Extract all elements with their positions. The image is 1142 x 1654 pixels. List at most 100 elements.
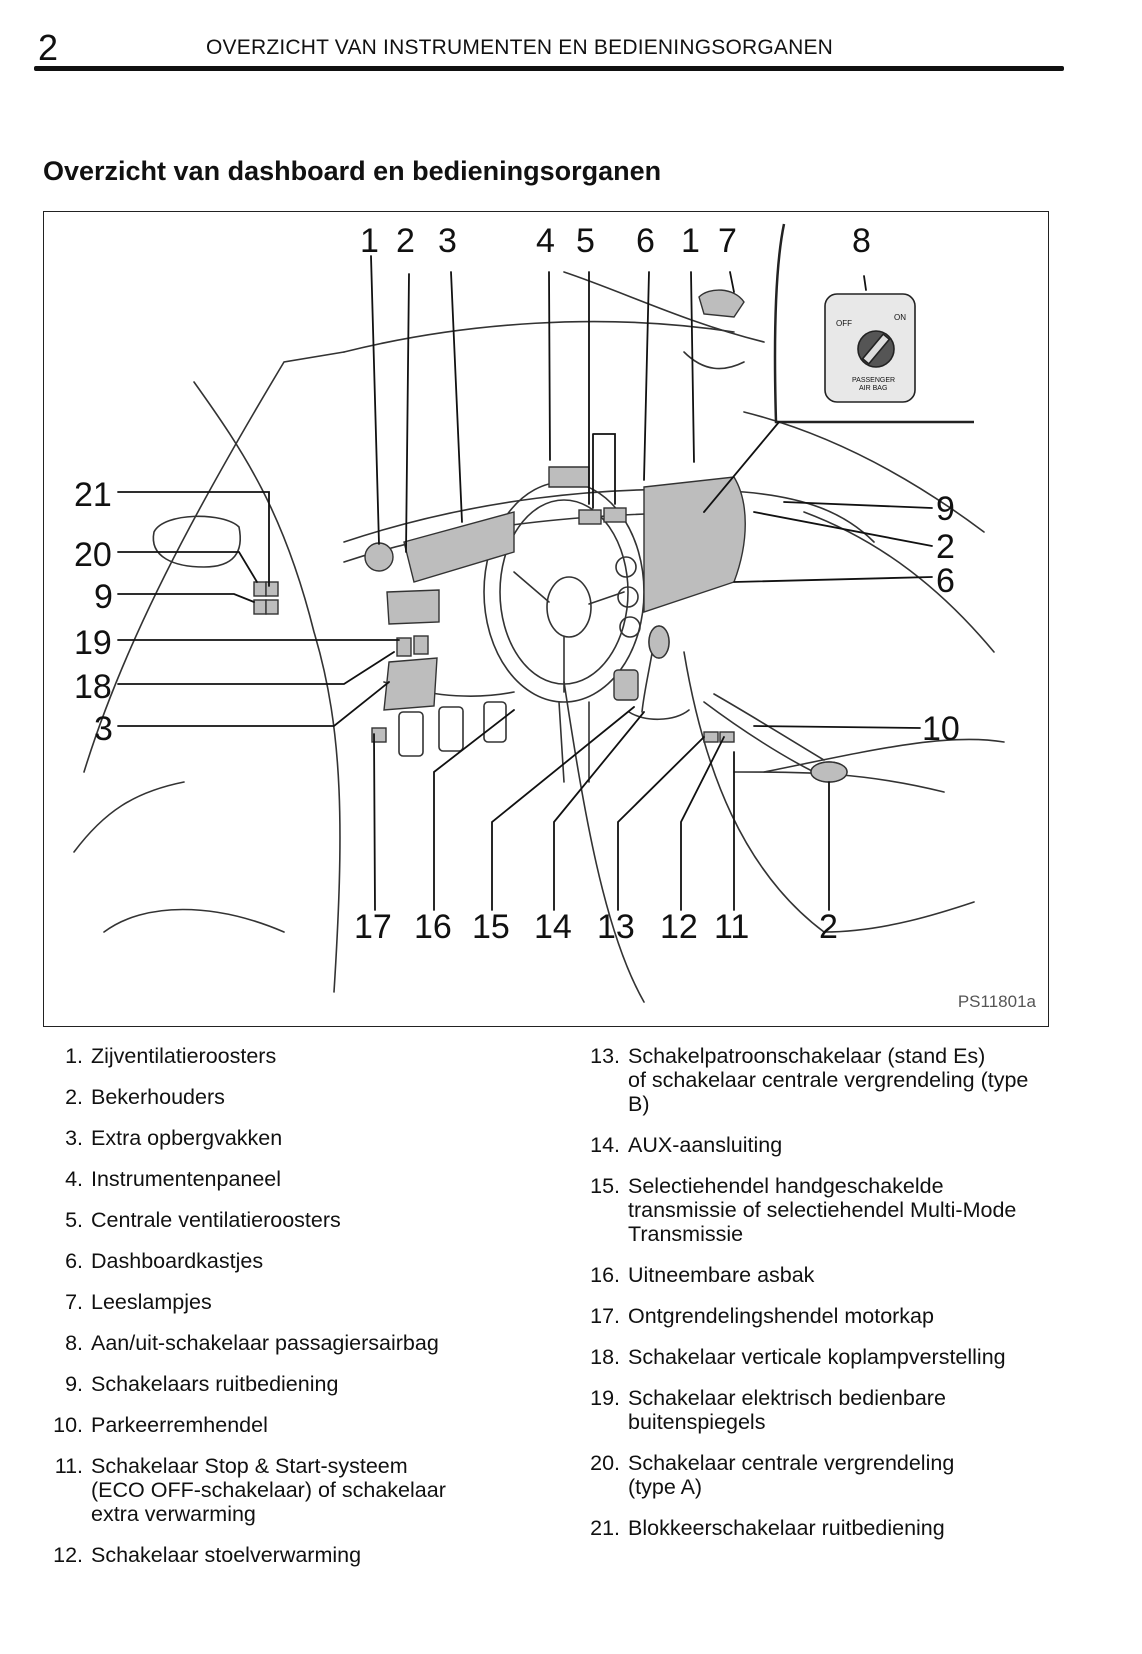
legend-item-number: 4.	[65, 1167, 83, 1191]
dashboard-figure: OFF ON PASSENGER AIR BAG 1	[43, 211, 1049, 1027]
callout-bottom-12: 12	[660, 908, 698, 946]
legend-item-text: Leeslampjes	[91, 1290, 528, 1314]
dashboard-illustration: OFF ON PASSENGER AIR BAG 1	[73, 222, 1005, 1003]
airbag-switch-drawing: OFF ON PASSENGER AIR BAG	[824, 293, 916, 403]
legend-item-line: AUX‑aansluiting	[628, 1133, 783, 1157]
callout-bottom-2: 2	[819, 908, 838, 946]
legend-item-text: Ontgrendelingshendel motorkap	[628, 1304, 1075, 1328]
legend-item-line: Uitneembare asbak	[628, 1263, 815, 1287]
callout-right-2: 2	[936, 528, 955, 566]
legend-item-line: Schakelaar stoelverwarming	[91, 1543, 362, 1567]
callout-top-2: 2	[396, 222, 415, 260]
legend-item: 3. Extra opbergvakken	[38, 1126, 528, 1150]
legend-item: 8. Aan/uit‑schakelaar passagiersairbag	[38, 1331, 528, 1355]
legend-item-number: 13.	[590, 1044, 620, 1068]
callout-top-1b: 1	[681, 222, 700, 260]
legend-item: 16.Uitneembare asbak	[575, 1263, 1075, 1287]
legend-item-number: 15.	[590, 1174, 620, 1198]
legend-item-number: 12.	[53, 1543, 83, 1567]
legend-item: 14.AUX‑aansluiting	[575, 1133, 1075, 1157]
callout-left-18: 18	[74, 668, 112, 706]
legend-item: 2.Bekerhouders	[38, 1085, 528, 1109]
legend-item-number: 18.	[590, 1345, 620, 1369]
callout-left-20: 20	[74, 536, 112, 574]
callout-left-19: 19	[74, 624, 112, 662]
legend-item-number: 7.	[65, 1290, 83, 1314]
inset-off-label: OFF	[836, 319, 852, 328]
legend-item-text: AUX‑aansluiting	[628, 1133, 1075, 1157]
legend-item-number: 11.	[54, 1454, 83, 1478]
callout-bottom-11: 11	[714, 908, 749, 946]
section-title: Overzicht van dashboard en bedieningsorg…	[43, 156, 662, 186]
callout-right-9: 9	[936, 490, 955, 528]
legend-right-column: 13. Schakelpatroonschakelaar (stand Es)of…	[575, 1044, 1075, 1557]
legend-item-number: 8.	[65, 1331, 83, 1355]
legend-item: 20. Schakelaar centrale vergrendeling(typ…	[575, 1451, 1075, 1499]
legend-item-text: Schakelaar stoelverwarming	[91, 1543, 528, 1567]
legend-item: 5. Centrale ventilatieroosters	[38, 1208, 528, 1232]
legend-item-number: 1.	[65, 1044, 83, 1068]
callout-bottom-13: 13	[597, 908, 635, 946]
legend-item-line: Dashboardkastjes	[91, 1249, 264, 1273]
legend-item-text: Zijventilatieroosters	[91, 1044, 528, 1068]
legend-item: 13. Schakelpatroonschakelaar (stand Es)of…	[575, 1044, 1075, 1116]
legend-item-text: Uitneembare asbak	[628, 1263, 1075, 1287]
legend-item-line: Zijventilatieroosters	[91, 1044, 277, 1068]
legend-item: 21.Blokkeerschakelaar ruitbediening	[575, 1516, 1075, 1540]
legend-item-number: 20.	[590, 1451, 620, 1475]
inset-on-label: ON	[894, 313, 906, 322]
callout-left-3: 3	[94, 710, 113, 748]
legend-item-line: Transmissie	[628, 1222, 744, 1246]
legend-item-text: Parkeerremhendel	[91, 1413, 528, 1437]
callout-top-1: 1	[360, 222, 379, 260]
page-header: 2 OVERZICHT VAN INSTRUMENTEN EN BEDIENIN…	[34, 28, 1064, 72]
callout-bottom-16: 16	[414, 908, 452, 946]
legend-item-number: 3.	[65, 1126, 83, 1150]
legend-item-line: (ECO OFF‑schakelaar) of schakelaar	[91, 1478, 446, 1502]
legend-item: 9. Schakelaars ruitbediening	[38, 1372, 528, 1396]
legend-item-line: Schakelaars ruitbediening	[91, 1372, 339, 1396]
legend-item-line: Centrale ventilatieroosters	[91, 1208, 341, 1232]
legend-item-text: Instrumentenpaneel	[91, 1167, 528, 1191]
legend-item-text: Schakelaar centrale vergrendeling(type A…	[628, 1451, 1075, 1499]
legend-item-line: buitenspiegels	[628, 1410, 766, 1434]
legend-item-line: Parkeerremhendel	[91, 1413, 268, 1437]
inset-caption-line2: AIR BAG	[859, 385, 887, 392]
legend-item-line: Instrumentenpaneel	[91, 1167, 282, 1191]
callout-right-6: 6	[936, 562, 955, 600]
callout-bottom-17: 17	[354, 908, 392, 946]
legend-item-text: Schakelaar Stop & Start‑systeem(ECO OFF‑…	[91, 1454, 528, 1526]
legend-item-text: Blokkeerschakelaar ruitbediening	[628, 1516, 1075, 1540]
legend-item-text: Aan/uit‑schakelaar passagiersairbag	[91, 1331, 528, 1355]
legend-item-number: 5.	[65, 1208, 83, 1232]
legend-item-line: Schakelpatroonschakelaar (stand Es)	[628, 1044, 986, 1068]
legend-item-number: 10.	[53, 1413, 83, 1437]
inset-caption-line1: PASSENGER	[852, 377, 895, 384]
legend-item-text: Extra opbergvakken	[91, 1126, 528, 1150]
callout-bottom-15: 15	[472, 908, 510, 946]
header-rule	[34, 66, 1064, 71]
legend-item-line: extra verwarming	[91, 1502, 256, 1526]
legend-item-line: Schakelaar elektrisch bedienbare	[628, 1386, 946, 1410]
legend-item-line: transmissie of selectiehendel Multi‑Mode	[628, 1198, 1017, 1222]
legend-item-text: Schakelpatroonschakelaar (stand Es)of sc…	[628, 1044, 1075, 1116]
legend-item-line: Blokkeerschakelaar ruitbediening	[628, 1516, 945, 1540]
legend-item-line: Ontgrendelingshendel motorkap	[628, 1304, 934, 1328]
legend-item: 10. Parkeerremhendel	[38, 1413, 528, 1437]
page-number: 2	[38, 27, 59, 68]
legend-item-number: 19.	[590, 1386, 620, 1410]
legend-item-text: Schakelaar verticale koplampverstelling	[628, 1345, 1075, 1369]
legend-item-number: 2.	[65, 1085, 83, 1109]
legend-item-number: 17.	[590, 1304, 620, 1328]
callout-bottom-14: 14	[534, 908, 572, 946]
callout-top-4: 4	[536, 222, 555, 260]
legend-item: 6. Dashboardkastjes	[38, 1249, 528, 1273]
legend-item-line: Selectiehendel handgeschakelde	[628, 1174, 944, 1198]
legend-item: 17. Ontgrendelingshendel motorkap	[575, 1304, 1075, 1328]
legend-item-number: 9.	[65, 1372, 83, 1396]
legend-item-number: 6.	[65, 1249, 83, 1273]
figure-code: PS11801a	[957, 992, 1036, 1011]
